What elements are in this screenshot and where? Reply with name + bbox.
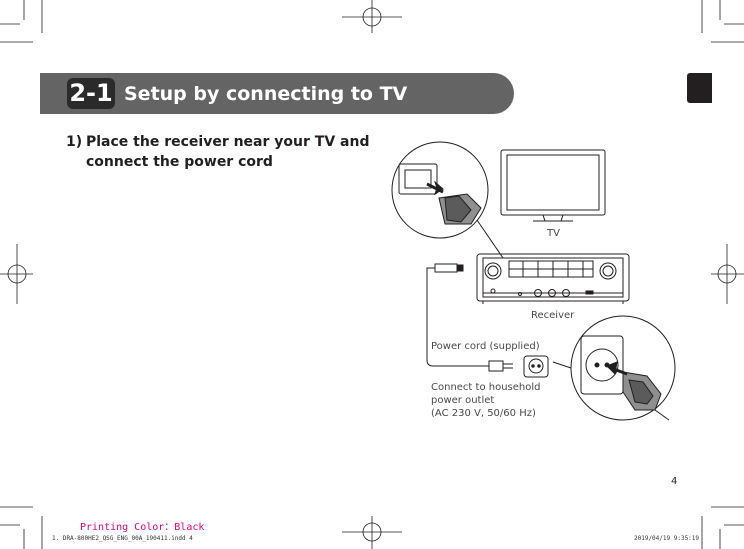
section-number-badge: 2-1 <box>67 78 115 109</box>
receiver-plug-detail <box>391 141 504 259</box>
printing-color-note: Printing Color：Black <box>80 522 205 533</box>
connection-illustration <box>391 141 676 421</box>
step-heading: Place the receiver near your TV and conn… <box>86 134 370 170</box>
section-banner <box>40 73 514 114</box>
outlet-label-line-3: (AC 230 V, 50/60 Hz) <box>431 408 536 419</box>
page-number: 4 <box>671 476 678 487</box>
tv-label: TV <box>547 228 560 239</box>
chapter-tab <box>687 73 712 103</box>
footer-file-name: 1. DRA-800HE2_QSG_ENG_00A_190411.indd 4 <box>52 535 193 542</box>
outlet-plug-detail <box>552 315 676 421</box>
outlet-label-line-1: Connect to household <box>431 382 541 393</box>
footer-timestamp: 2019/04/19 9:35:19 <box>634 535 700 542</box>
tv-illustration <box>500 149 606 222</box>
step-number: 1) <box>66 134 83 150</box>
outlet-label-line-2: power outlet <box>431 395 495 406</box>
receiver-label: Receiver <box>531 310 575 321</box>
receiver-illustration <box>476 253 630 304</box>
power-cord-illustration <box>426 263 549 378</box>
section-title: Setup by connecting to TV <box>124 83 408 105</box>
power-cord-label: Power cord (supplied) <box>431 341 540 352</box>
